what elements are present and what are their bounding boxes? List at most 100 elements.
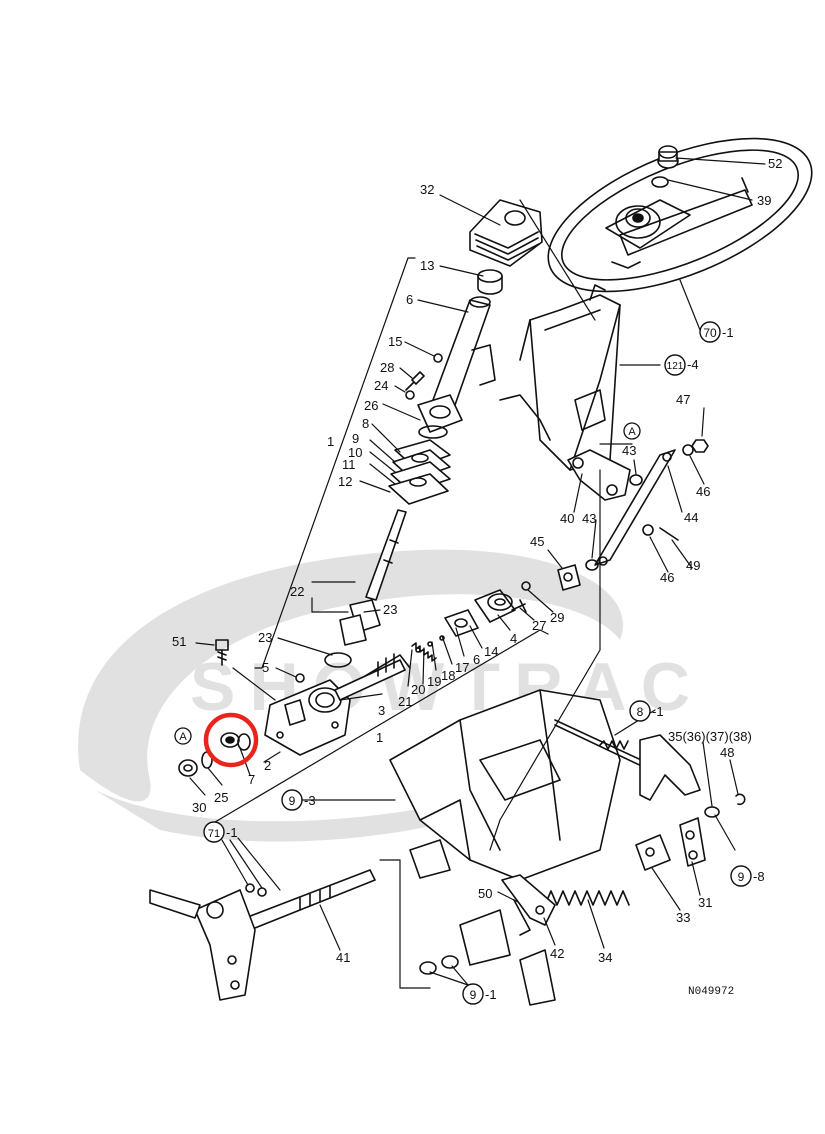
callout-29: 29: [550, 610, 564, 625]
ref-9-1-suffix: -1: [485, 987, 497, 1002]
screw-50: [513, 899, 531, 936]
callout-44: 44: [684, 510, 698, 525]
callout-39: 39: [757, 193, 771, 208]
ref-9-3: 9 -3: [281, 789, 316, 811]
rubber-boot: [469, 199, 543, 267]
callout-14: 14: [484, 644, 498, 659]
callout-20: 20: [411, 682, 425, 697]
bushing-43b: [585, 559, 599, 571]
lower-bracket: [459, 909, 556, 1006]
dash-pedestal: [499, 284, 621, 471]
bolt-51: [215, 639, 229, 666]
ref-70-suffix: -1: [722, 325, 734, 340]
callout-31: 31: [698, 895, 712, 910]
callout-22: 22: [290, 584, 304, 599]
callout-45: 45: [530, 534, 544, 549]
ball-joint-45: [557, 564, 581, 591]
callout-35: 35(36)(37)(38): [668, 729, 752, 744]
ref-71-suffix: -1: [226, 825, 238, 840]
callout-24: 24: [374, 378, 388, 393]
callout-5: 5: [262, 660, 269, 675]
ref-121-number: 121: [667, 361, 684, 372]
callout-27: 27: [532, 618, 546, 633]
steering-wheel: [547, 137, 813, 293]
steering-arm: [194, 889, 256, 1001]
callout-6b: 6: [473, 652, 480, 667]
drawing-number: N049972: [688, 986, 734, 998]
ref-a-upper-label: A: [628, 426, 636, 438]
steering-gear-housing: [264, 679, 351, 756]
end-cover: [474, 589, 516, 623]
screw-27: [511, 599, 527, 613]
hub-nut: [657, 145, 679, 169]
nut-24: [405, 390, 415, 400]
callout-51: 51: [172, 634, 186, 649]
callout-47: 47: [676, 392, 690, 407]
callout-43: 43: [622, 443, 636, 458]
bushing: [477, 269, 503, 295]
ref-71-number: 71: [208, 828, 220, 840]
leader-lines: [189, 157, 766, 989]
callout-41: 41: [336, 950, 350, 965]
spline-shaft: [239, 869, 376, 933]
screw-28: [405, 371, 425, 391]
callout-labels: 52 39 32 13 6 15 28 24 26 8 1 9 10 11 12…: [172, 156, 782, 965]
callout-8: 8: [362, 416, 369, 431]
ref-121-4: 121 -4: [664, 354, 699, 376]
pin-5: [295, 673, 305, 683]
ref-9-1-number: 9: [470, 988, 477, 1002]
pin-49: [659, 527, 679, 541]
ref-a-lower: A: [174, 727, 192, 745]
callout-23: 23: [383, 602, 397, 617]
callout-34: 34: [598, 950, 612, 965]
callout-32: 32: [420, 182, 434, 197]
sector-bearing: [220, 732, 251, 751]
callout-12: 12: [338, 474, 352, 489]
ref-71-1: 71 -1: [203, 821, 238, 843]
shift-block: [635, 834, 671, 871]
nut-47: [691, 439, 709, 453]
ref-a-upper: A: [623, 422, 641, 440]
handle-rod: [149, 889, 201, 919]
steering-hub: [615, 205, 661, 239]
callout-25: 25: [214, 790, 228, 805]
callout-43b: 43: [582, 511, 596, 526]
nut-30: [178, 759, 198, 777]
callout-11: 11: [342, 457, 356, 472]
ref-9-8-suffix: -8: [753, 869, 765, 884]
column-flange: [417, 394, 463, 439]
washer-46b: [642, 524, 654, 536]
worm-shaft: [334, 653, 411, 701]
callout-48: 48: [720, 745, 734, 760]
callout-13: 13: [420, 258, 434, 273]
watermark-swoosh: [78, 549, 624, 802]
cover-gasket: [444, 609, 479, 637]
callout-21: 21: [398, 694, 412, 709]
callout-42: 42: [550, 946, 564, 961]
callout-1b: 1: [376, 730, 383, 745]
ref-9-8-number: 9: [738, 870, 745, 884]
callout-26: 26: [364, 398, 378, 413]
ref-9-3-suffix: -3: [304, 793, 316, 808]
bearing-stack: [388, 439, 451, 505]
pitman-arm: [567, 449, 631, 501]
callout-17: 17: [455, 660, 469, 675]
callout-7: 7: [248, 772, 255, 787]
universal-joint: [339, 599, 381, 646]
washer-23: [324, 652, 352, 668]
callout-9: 9: [352, 431, 359, 446]
bushing-9-1b: [441, 955, 459, 969]
callout-28: 28: [380, 360, 394, 375]
callout-23b: 23: [258, 630, 272, 645]
shift-rod: [554, 719, 653, 771]
callout-4: 4: [510, 631, 517, 646]
callout-10: 10: [348, 445, 362, 460]
ref-8-number: 8: [637, 705, 644, 719]
callout-46: 46: [696, 484, 710, 499]
watermark-swoosh-lower: [95, 760, 600, 842]
ref-a-lower-label: A: [179, 731, 187, 743]
ref-9-1: 9 -1: [462, 983, 497, 1005]
linkage-bracket: [639, 734, 701, 801]
callout-52: 52: [768, 156, 782, 171]
